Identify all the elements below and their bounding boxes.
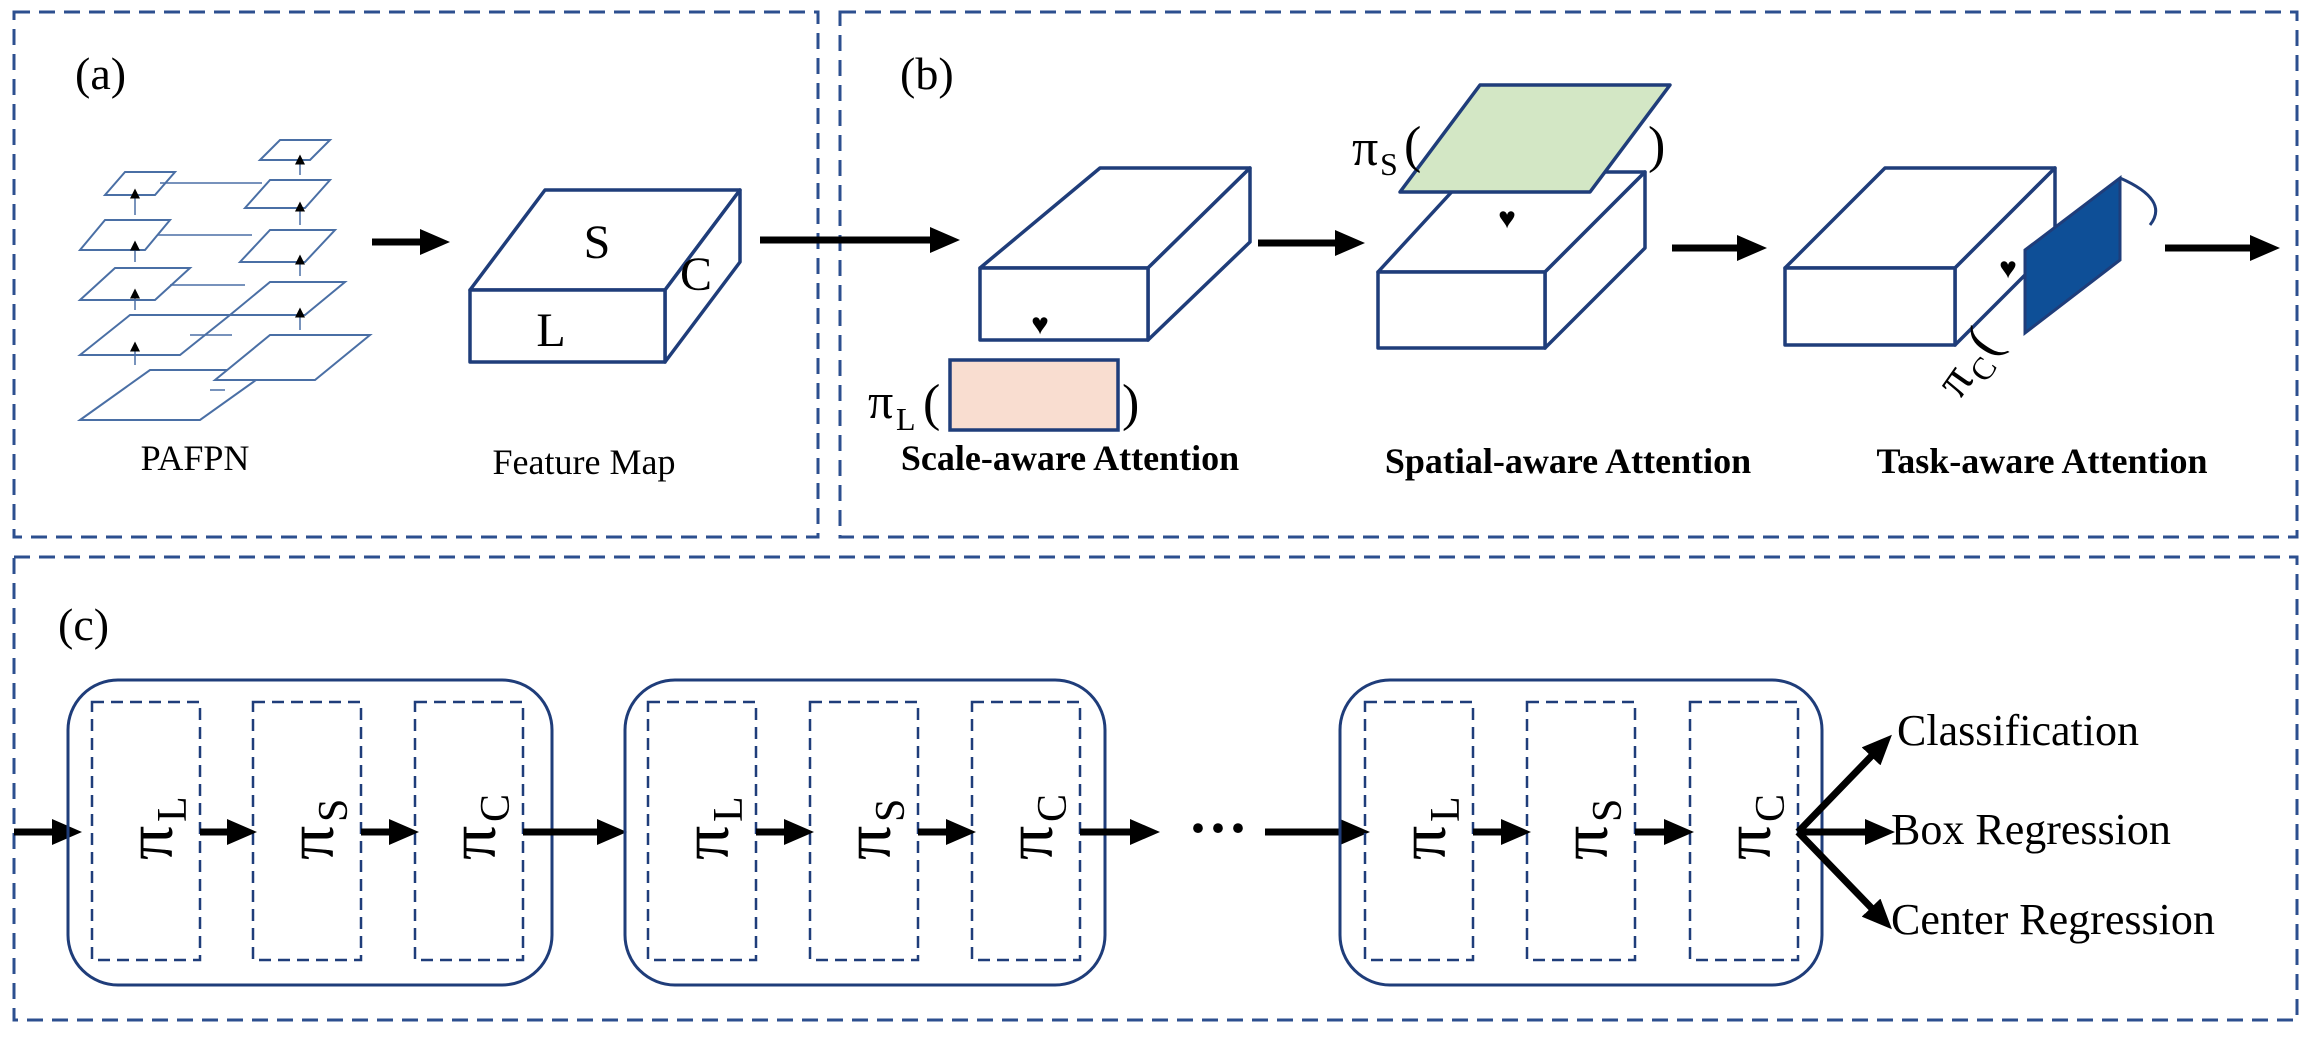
feature-map-front-face: [468, 288, 667, 364]
spatial-pi-symbol: π: [1352, 120, 1378, 177]
feature-map-c-label: C: [680, 248, 712, 301]
pafpn-right-level-3: [237, 229, 338, 263]
block-2-pi-c-sub: C: [1030, 794, 1076, 822]
task-aware-title: Task-aware Attention: [1876, 441, 2207, 481]
spatial-front-face: [1376, 270, 1547, 350]
panel-b: (b) ♥ π L ( ) Scale-aware Attention ♥ π …: [760, 10, 2299, 539]
block-2-pi-s-symbol: π: [829, 826, 905, 860]
block-1-pi-l-sub: L: [150, 796, 196, 822]
block-n-pi-c-sub: C: [1748, 794, 1794, 822]
task-close-paren: [2119, 176, 2158, 226]
pafpn-left-level-3: [77, 267, 193, 301]
block-2-pi-s-sub: S: [868, 799, 914, 822]
block-1-pi-c-sub: C: [473, 794, 519, 822]
scale-open-paren: (: [923, 375, 940, 432]
panel-b-label: (b): [900, 48, 954, 99]
block-n-pi-c: π C: [1709, 794, 1794, 860]
pafpn-right-level-1: [212, 334, 373, 381]
block-1-pi-s-sub: S: [311, 799, 357, 822]
dyhead-block-2: π L π S π C: [623, 678, 1107, 987]
block-1-pi-s: π S: [272, 799, 357, 860]
block-2-pi-l: π L: [667, 796, 752, 860]
block-n-pi-l: π L: [1384, 796, 1469, 860]
output-classification: Classification: [1897, 706, 2139, 755]
panel-c-label: (c): [58, 599, 109, 650]
panel-a: (a): [12, 10, 820, 539]
task-aware-block: ♥ π C (: [1783, 166, 2158, 406]
scale-aware-title: Scale-aware Attention: [901, 438, 1239, 478]
block-2-pi-c-symbol: π: [991, 826, 1067, 860]
block-1-pi-l-symbol: π: [111, 826, 187, 860]
pafpn-right-level-5: [257, 139, 333, 161]
block-n-pi-s: π S: [1546, 799, 1631, 860]
output-center-regression: Center Regression: [1891, 895, 2215, 944]
feature-map-cube: [468, 188, 742, 364]
block-1-pi-c: π C: [434, 794, 519, 860]
panel-c: (c) π L π S π C: [12, 555, 2299, 1022]
block-n-pi-s-symbol: π: [1546, 826, 1622, 860]
block-n-pi-c-symbol: π: [1709, 826, 1785, 860]
feature-map-label: Feature Map: [493, 442, 676, 482]
block-2-pi-c: π C: [991, 794, 1076, 860]
scale-attention-map: [948, 358, 1120, 432]
panel-a-border: [12, 10, 820, 539]
block-1-pi-l: π L: [111, 796, 196, 860]
scale-front-face: [978, 266, 1150, 342]
panel-a-label: (a): [75, 48, 126, 99]
block-2-pi-l-symbol: π: [667, 826, 743, 860]
task-front-face: [1783, 266, 1957, 347]
spatial-aware-title: Spatial-aware Attention: [1385, 441, 1751, 481]
spatial-attention-map: [1398, 83, 1672, 194]
task-heart: ♥: [1999, 252, 2017, 285]
block-n-pi-s-sub: S: [1585, 799, 1631, 822]
block-2-pi-s: π S: [829, 799, 914, 860]
block-1-pi-c-symbol: π: [434, 826, 510, 860]
arrow-to-classification: [1795, 734, 1892, 835]
pafpn-right-level-4: [242, 179, 333, 209]
scale-close-paren: ): [1122, 375, 1139, 432]
pafpn-graphic: [76, 139, 373, 421]
pafpn-label: PAFPN: [141, 438, 250, 478]
block-n-pi-l-symbol: π: [1384, 826, 1460, 860]
block-2-pi-l-sub: L: [706, 796, 752, 822]
output-box-regression: Box Regression: [1891, 805, 2171, 854]
scale-pi-subscript: L: [896, 401, 916, 437]
spatial-heart: ♥: [1498, 202, 1516, 235]
dyhead-block-n: π L π S π C: [1338, 678, 1824, 987]
feature-map-l-label: L: [536, 304, 565, 357]
spatial-aware-block: ♥ π S ( ): [1352, 83, 1672, 350]
block-n-pi-l-sub: L: [1423, 796, 1469, 822]
panel-b-border: [838, 10, 2299, 539]
dyhead-block-1: π L π S π C: [66, 678, 554, 987]
spatial-open-paren: (: [1404, 117, 1421, 174]
panel-c-border: [12, 555, 2299, 1022]
spatial-close-paren: ): [1648, 117, 1665, 174]
feature-map-s-label: S: [584, 216, 611, 269]
scale-heart: ♥: [1031, 308, 1049, 341]
block-1-pi-s-symbol: π: [272, 826, 348, 860]
pafpn-left-level-4: [77, 219, 173, 251]
spatial-pi-subscript: S: [1380, 146, 1398, 182]
scale-aware-block: ♥ π L ( ): [868, 166, 1252, 437]
pafpn-right-level-2: [227, 281, 348, 316]
ellipsis: ···: [1188, 795, 1248, 861]
scale-pi-symbol: π: [868, 373, 893, 429]
arrow-to-center-regression: [1795, 829, 1892, 930]
